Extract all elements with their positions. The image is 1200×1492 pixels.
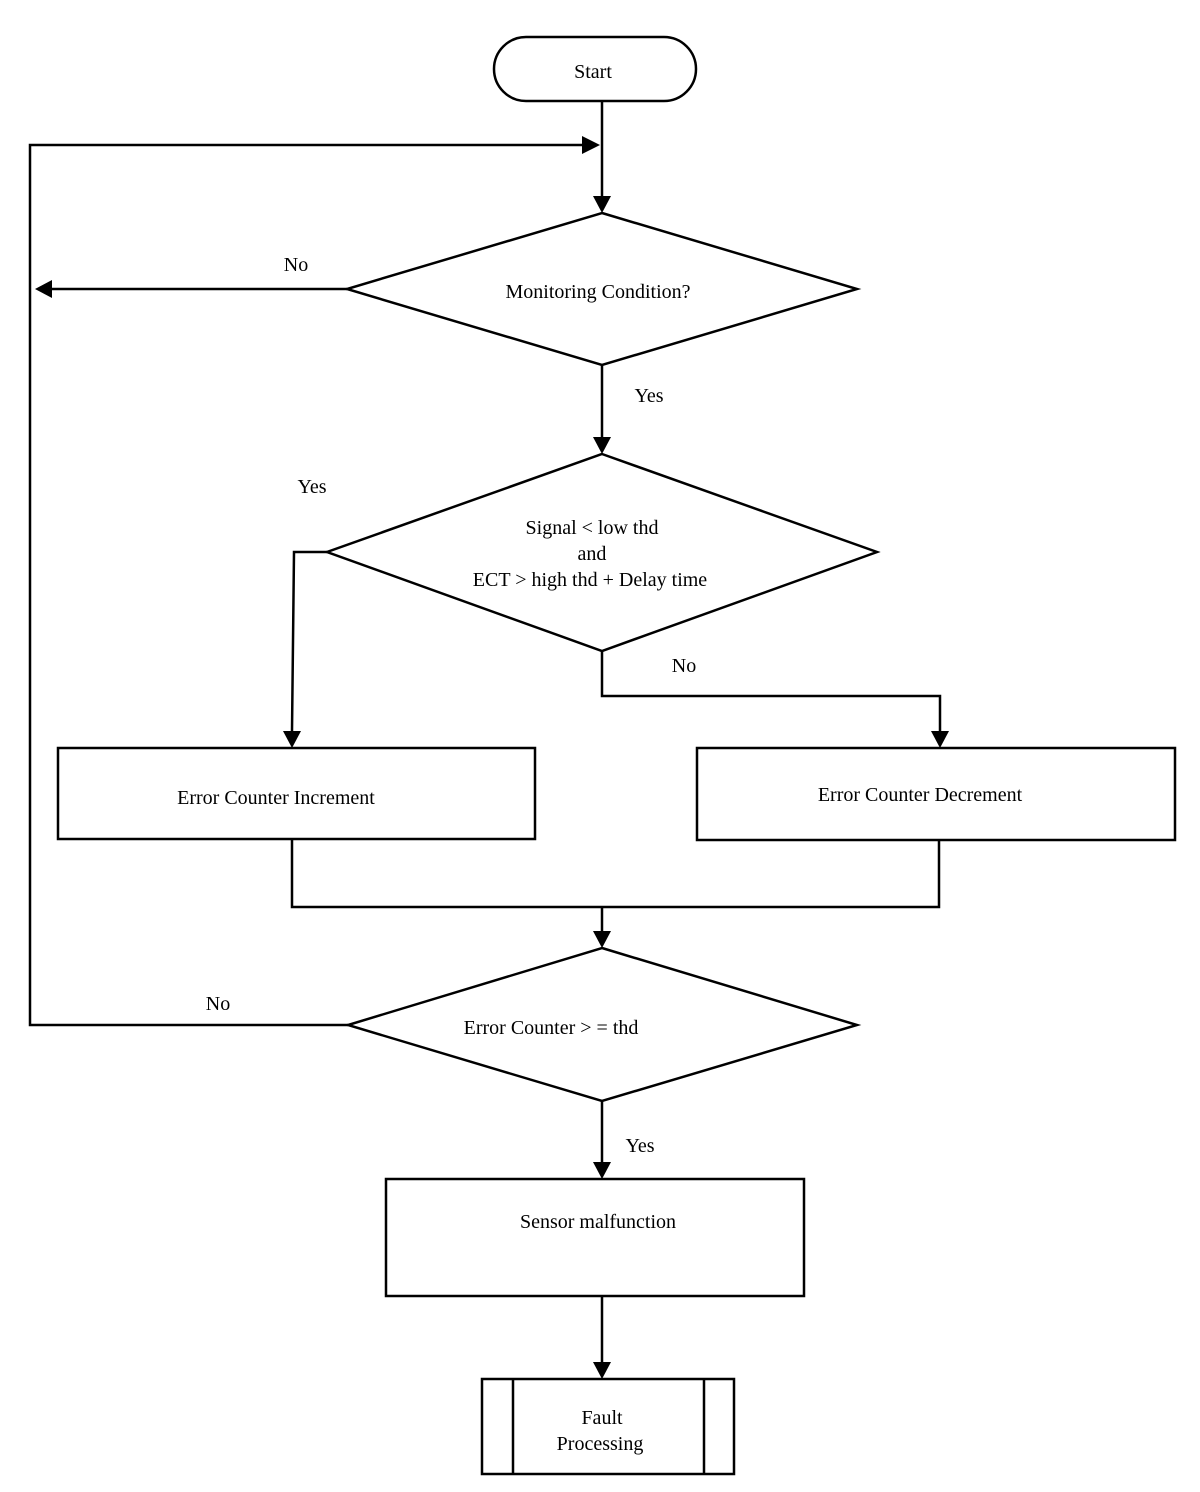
start-terminal bbox=[492, 35, 698, 103]
signal-check-label-line1: Signal < low thd bbox=[526, 517, 659, 539]
sensor-malfunction-process bbox=[384, 1177, 806, 1298]
connector-malfunction-to-fault bbox=[593, 1296, 611, 1379]
fault-label-line1: Fault bbox=[581, 1407, 623, 1429]
counter-yes-label: Yes bbox=[625, 1135, 654, 1157]
monitoring-yes-label: Yes bbox=[634, 385, 663, 407]
connector-counter-yes bbox=[593, 1101, 611, 1179]
connector-signal-no bbox=[600, 651, 949, 748]
connector-loop-back bbox=[28, 136, 600, 1027]
counter-check-label: Error Counter > = thd bbox=[464, 1017, 639, 1039]
connector-start-to-monitoring bbox=[593, 101, 611, 213]
connector-signal-yes bbox=[283, 550, 327, 748]
decrement-label: Error Counter Decrement bbox=[818, 784, 1023, 806]
connector-merge bbox=[290, 839, 941, 948]
malfunction-label: Sensor malfunction bbox=[520, 1211, 676, 1233]
error-counter-increment-process bbox=[56, 746, 537, 841]
monitoring-condition-label: Monitoring Condition? bbox=[506, 281, 691, 303]
increment-label: Error Counter Increment bbox=[177, 787, 375, 809]
fault-processing-subroutine bbox=[480, 1377, 736, 1476]
start-label: Start bbox=[574, 61, 612, 83]
counter-no-label: No bbox=[206, 993, 230, 1015]
signal-check-label-line2: and bbox=[578, 543, 607, 565]
signal-no-label: No bbox=[672, 655, 696, 677]
monitoring-no-label: No bbox=[284, 254, 308, 276]
signal-yes-label: Yes bbox=[297, 476, 326, 498]
signal-check-label-line3: ECT > high thd + Delay time bbox=[473, 569, 708, 591]
fault-label-line2: Processing bbox=[557, 1433, 644, 1455]
error-counter-decrement-process bbox=[695, 746, 1177, 842]
connector-monitoring-yes bbox=[593, 365, 611, 454]
connector-monitoring-no bbox=[35, 280, 347, 298]
